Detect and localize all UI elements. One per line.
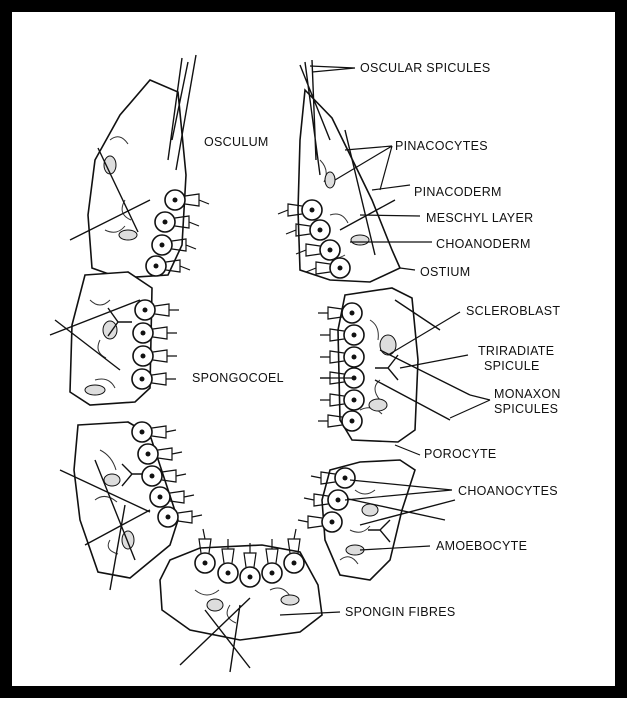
label-triradiate-line1: TRIRADIATE: [478, 344, 554, 358]
label-monaxon-line2: SPICULES: [494, 402, 558, 416]
label-choanoderm: CHOANODERM: [436, 237, 531, 251]
label-pinacocytes: PINACOCYTES: [395, 139, 488, 153]
label-scleroblast: SCLEROBLAST: [466, 304, 560, 318]
label-pinacoderm: PINACODERM: [414, 185, 502, 199]
leader-pinacoderm: [372, 185, 410, 190]
label-osculum: OSCULUM: [204, 135, 269, 149]
label-choanocytes: CHOANOCYTES: [458, 484, 558, 498]
label-monaxon-line1: MONAXON: [494, 387, 561, 401]
leader-ostium: [400, 268, 415, 270]
label-meschyl-layer: MESCHYL LAYER: [426, 211, 533, 225]
leader-monaxon: [450, 395, 490, 418]
label-amoebocyte: AMOEBOCYTE: [436, 539, 527, 553]
leader-oscular-spicules: [310, 66, 355, 72]
label-spongin-fibres: SPONGIN FIBRES: [345, 605, 455, 619]
leader-porocyte: [395, 445, 420, 455]
label-spongocoel: SPONGOCOEL: [192, 371, 284, 385]
label-triradiate-line2: SPICULE: [484, 359, 540, 373]
wall-block-upper-right: [298, 90, 400, 282]
label-porocyte: POROCYTE: [424, 447, 497, 461]
label-ostium: OSTIUM: [420, 265, 470, 279]
label-oscular-spicules: OSCULAR SPICULES: [360, 61, 491, 75]
